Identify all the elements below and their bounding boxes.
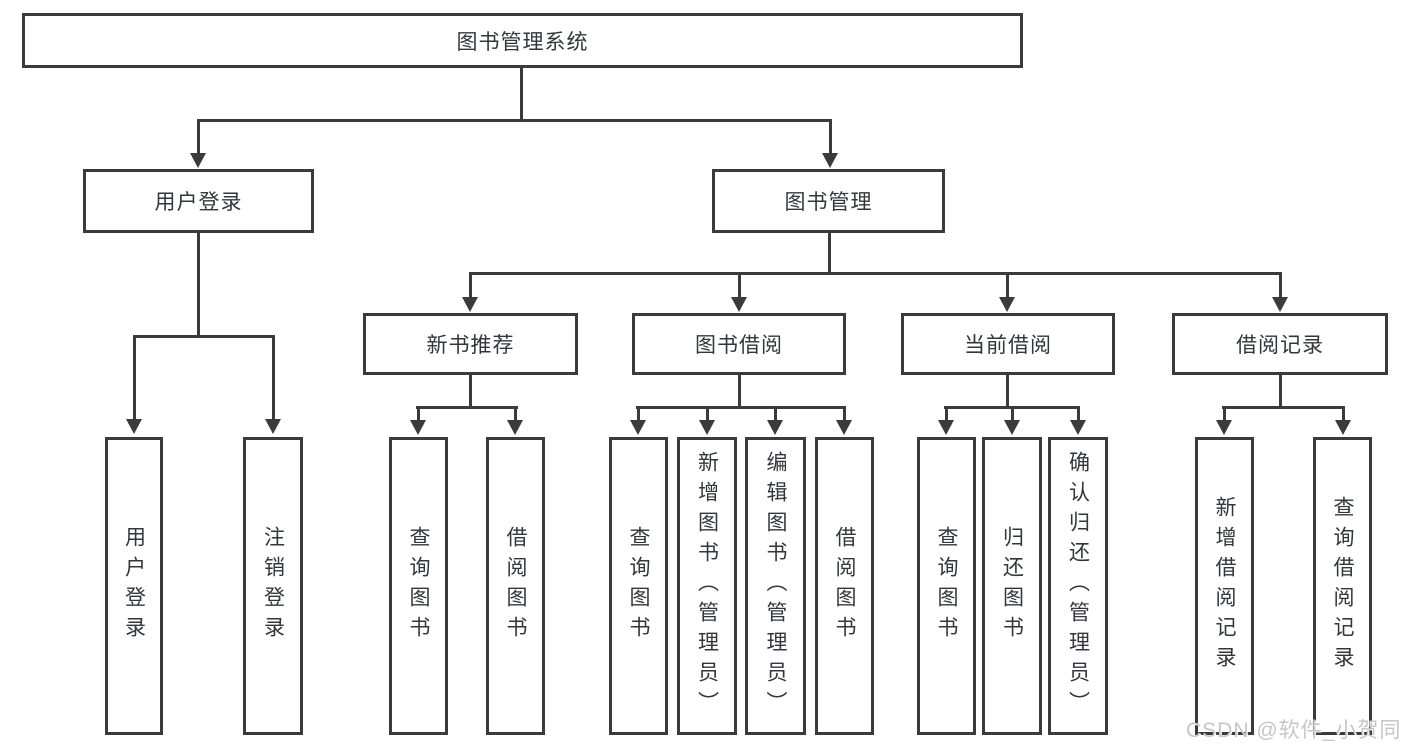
arrow-nb-borrow-books <box>507 406 523 435</box>
leaf-cb-confirm-return-admin: 确认归还（管理员） <box>1048 437 1108 735</box>
leaf-cb-confirm-return-admin-label: 确认归还（管理员） <box>1066 451 1090 721</box>
leaf-bb-add-book-admin: 新增图书（管理员） <box>677 437 737 735</box>
leaf-br-add-record-label: 新增借阅记录 <box>1213 496 1236 676</box>
leaf-bb-add-book-admin-label: 新增图书（管理员） <box>695 451 719 721</box>
arrow-bb-edit-book <box>767 406 783 435</box>
arrow-to-leaf-user-login <box>126 335 142 434</box>
connector-borrow-records-hline <box>1222 406 1345 409</box>
arrow-to-leaf-logout <box>265 335 281 434</box>
connector-root-stem <box>520 68 523 119</box>
connector-book-borrow-stem <box>738 375 741 406</box>
leaf-bb-borrow-books-label: 借阅图书 <box>833 526 856 646</box>
leaf-bb-borrow-books: 借阅图书 <box>815 437 874 735</box>
arrow-to-new-book-recommend <box>462 272 478 312</box>
arrow-bb-add-book <box>699 406 715 435</box>
connector-book-mgmt-stem <box>828 233 831 272</box>
leaf-cb-query-books: 查询图书 <box>917 437 976 735</box>
node-book-management-label: 图书管理 <box>784 191 873 214</box>
arrow-cb-query-books <box>938 406 954 435</box>
node-borrow-records-label: 借阅记录 <box>1236 334 1324 357</box>
connector-borrow-records-stem <box>1279 375 1282 406</box>
leaf-cb-return-books-label: 归还图书 <box>1000 526 1024 646</box>
node-new-book-recommend: 新书推荐 <box>363 313 578 375</box>
leaf-user-login-label: 用户登录 <box>122 526 146 646</box>
node-book-borrow: 图书借阅 <box>632 313 846 375</box>
leaf-nb-query-books-label: 查询图书 <box>407 526 430 646</box>
arrow-nb-query-books <box>410 406 426 435</box>
node-root: 图书管理系统 <box>22 13 1023 68</box>
leaf-user-login: 用户登录 <box>105 437 163 735</box>
node-current-borrow-label: 当前借阅 <box>964 334 1052 357</box>
arrow-to-book-management <box>822 119 838 168</box>
node-root-label: 图书管理系统 <box>456 30 589 54</box>
connector-user-login-stem <box>197 233 200 335</box>
leaf-bb-edit-book-admin: 编辑图书（管理员） <box>745 437 806 735</box>
watermark: CSDN @软件_小贺同学 <box>1186 719 1402 742</box>
arrow-to-current-borrow <box>999 272 1015 312</box>
leaf-nb-query-books: 查询图书 <box>389 437 448 735</box>
node-book-borrow-label: 图书借阅 <box>695 334 783 357</box>
leaf-nb-borrow-books: 借阅图书 <box>486 437 545 735</box>
leaf-br-query-record-label: 查询借阅记录 <box>1331 496 1354 676</box>
connector-user-login-hline <box>133 335 275 338</box>
leaf-logout: 注销登录 <box>243 437 303 735</box>
node-user-login-label: 用户登录 <box>154 191 243 214</box>
node-current-borrow: 当前借阅 <box>901 313 1115 375</box>
connector-book-borrow-hline <box>636 406 846 409</box>
node-new-book-recommend-label: 新书推荐 <box>426 334 515 357</box>
leaf-bb-query-books-label: 查询图书 <box>627 526 650 646</box>
leaf-cb-return-books: 归还图书 <box>982 437 1042 735</box>
arrow-cb-return-books <box>1004 406 1020 435</box>
arrow-cb-confirm-return <box>1070 406 1086 435</box>
arrow-to-user-login <box>190 119 206 168</box>
node-user-login: 用户登录 <box>83 169 314 233</box>
arrow-br-query-record <box>1335 406 1351 435</box>
leaf-bb-edit-book-admin-label: 编辑图书（管理员） <box>764 451 787 721</box>
arrow-to-borrow-records <box>1272 272 1288 312</box>
connector-root-hline <box>197 119 832 122</box>
arrow-bb-query-books <box>630 406 646 435</box>
leaf-logout-label: 注销登录 <box>261 526 285 646</box>
arrow-br-add-record <box>1216 406 1232 435</box>
leaf-br-add-record: 新增借阅记录 <box>1195 437 1254 735</box>
leaf-br-query-record: 查询借阅记录 <box>1313 437 1372 735</box>
arrow-to-book-borrow <box>731 272 747 312</box>
connector-new-book-hline <box>416 406 518 409</box>
node-borrow-records: 借阅记录 <box>1172 313 1388 375</box>
node-book-management: 图书管理 <box>712 169 945 233</box>
arrow-bb-borrow-books <box>836 406 852 435</box>
connector-book-mgmt-hline <box>469 272 1282 275</box>
leaf-nb-borrow-books-label: 借阅图书 <box>504 526 527 646</box>
connector-current-borrow-stem <box>1006 375 1009 406</box>
leaf-bb-query-books: 查询图书 <box>609 437 668 735</box>
leaf-cb-query-books-label: 查询图书 <box>935 526 958 646</box>
connector-new-book-stem <box>469 375 472 406</box>
